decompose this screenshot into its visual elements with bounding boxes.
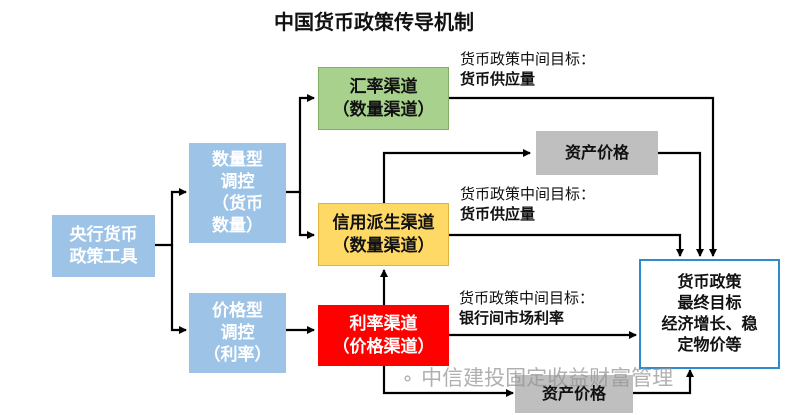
price-control-line2: 调控 [220,322,255,343]
final-goal-line1: 货币政策 [677,272,742,292]
watermark: ⚬中信建投固定收益财富管理 [400,362,673,392]
diagram-title: 中国货币政策传导机制 [274,10,474,34]
note3-line2: 银行间市场利率 [459,309,565,328]
arrow-rate-to-asset-bottom [382,366,514,397]
final-goal-line2: 最终目标 [677,293,742,313]
arrow-quantity-to-credit [298,192,315,239]
credit-channel-box: 信用派生渠道 （数量渠道） [318,203,449,266]
credit-channel-line1: 信用派生渠道 [332,213,435,234]
asset-price-top-label: 资产价格 [564,142,629,162]
central-bank-tools-line1: 央行货币 [69,224,138,245]
intermediate-target-note-2: 货币政策中间目标： 货币供应量 [460,184,595,225]
quantity-control-line3: （货币 [212,194,263,214]
central-bank-tools-box: 央行货币 政策工具 [52,215,155,277]
arrow-source-to-quantity [155,188,187,247]
wechat-icon: ⚬ [400,369,416,390]
rate-channel-line2: （价格渠道） [332,336,435,357]
note2-line2: 货币供应量 [460,205,536,224]
watermark-text: 中信建投固定收益财富管理 [421,366,674,390]
asset-price-bottom-label: 资产价格 [541,383,606,403]
final-goal-box: 货币政策 最终目标 经济增长、稳 定物价等 [639,259,780,369]
central-bank-tools-line2: 政策工具 [69,247,138,267]
quantity-control-box: 数量型 调控 （货币 数量） [189,143,286,243]
interest-rate-channel-box: 利率渠道 （价格渠道） [318,305,449,366]
arrow-exchange-to-final [449,96,717,257]
exchange-channel-line2: （数量渠道） [332,99,435,120]
note2-line1: 货币政策中间目标： [460,185,596,203]
asset-price-box-bottom: 资产价格 [515,375,633,413]
arrow-quantity-to-exchange [286,94,315,194]
note1-line2: 货币供应量 [460,70,536,89]
arrow-source-to-price [170,245,187,334]
intermediate-target-note-1: 货币政策中间目标： 货币供应量 [460,49,595,90]
credit-channel-line2: （数量渠道） [332,235,435,256]
arrow-credit-to-final [449,233,684,257]
price-control-box: 价格型 调控 （利率） [189,293,286,373]
asset-price-box-top: 资产价格 [536,131,658,175]
intermediate-target-note-3: 货币政策中间目标： 银行间市场利率 [459,288,594,329]
arrow-credit-to-asset [382,149,531,203]
note3-line1: 货币政策中间目标： [459,289,595,307]
quantity-control-line1: 数量型 [212,149,263,170]
quantity-control-line4: 数量） [212,216,263,237]
note1-line1: 货币政策中间目标： [460,50,596,68]
price-control-line1: 价格型 [212,300,263,321]
quantity-control-line2: 调控 [220,171,255,192]
final-goal-line4: 定物价等 [677,334,742,354]
rate-channel-line1: 利率渠道 [349,314,418,335]
exchange-rate-channel-box: 汇率渠道 （数量渠道） [318,67,449,130]
arrow-asset-bottom-to-final [633,369,694,395]
arrow-asset-to-final [658,151,704,257]
exchange-channel-line1: 汇率渠道 [349,77,418,98]
final-goal-line3: 经济增长、稳 [661,314,758,333]
price-control-line3: （利率） [203,345,272,366]
